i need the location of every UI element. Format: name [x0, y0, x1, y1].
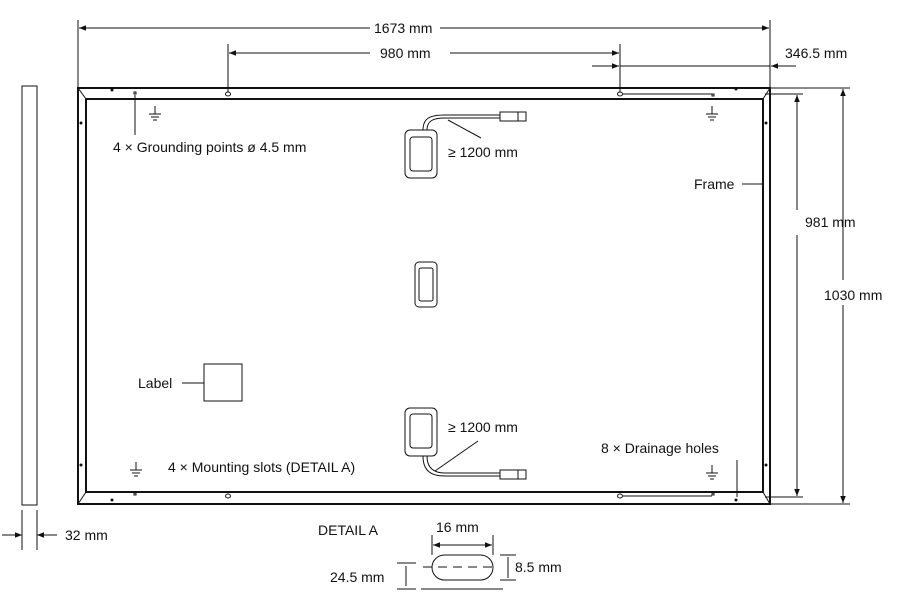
ground-icon — [130, 106, 718, 480]
drainage-label: 8 × Drainage holes — [601, 440, 719, 456]
mount-offset-label: 346.5 mm — [785, 45, 847, 61]
cable-connector — [422, 111, 527, 480]
slot-offset-label: 24.5 mm — [330, 569, 384, 585]
thickness-dimension: 32 mm — [2, 510, 108, 550]
detail-a: DETAIL A 16 mm 8.5 mm 24.5 mm — [318, 519, 562, 590]
inner-height-label: 981 mm — [805, 214, 856, 230]
mount-spacing-label: 980 mm — [380, 45, 431, 61]
length-dimension: 1673 mm — [77, 20, 771, 88]
mount-spacing-dimension: 980 mm — [227, 44, 621, 92]
mount-offset-dimension: 346.5 mm — [592, 45, 847, 69]
height-label: 1030 mm — [824, 287, 882, 303]
cable-top-label: ≥ 1200 mm — [448, 144, 518, 160]
length-label: 1673 mm — [374, 20, 432, 36]
side-view-profile — [21, 85, 38, 506]
frame-holes — [79, 87, 768, 502]
label-sticker — [203, 363, 243, 402]
junction-box — [404, 129, 438, 457]
panel-frame — [77, 87, 771, 505]
slot-height-label: 8.5 mm — [515, 559, 562, 575]
grounding-label: 4 × Grounding points ø 4.5 mm — [113, 139, 306, 155]
height-dimensions: 981 mm 1030 mm — [765, 87, 898, 505]
frame-label: Frame — [694, 176, 735, 192]
detail-title: DETAIL A — [318, 522, 379, 538]
label-callout: Label — [138, 375, 172, 391]
mounting-label: 4 × Mounting slots (DETAIL A) — [168, 459, 355, 475]
thickness-label: 32 mm — [65, 527, 108, 543]
cable-bottom-label: ≥ 1200 mm — [448, 419, 518, 435]
slot-width-label: 16 mm — [436, 519, 479, 535]
